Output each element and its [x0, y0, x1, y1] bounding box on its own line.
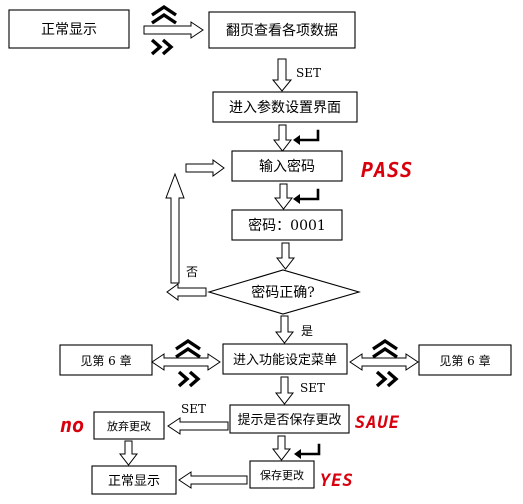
chevron-up-icon — [372, 338, 398, 359]
chevron-right-icon — [177, 370, 201, 388]
set-label-1: SET — [296, 66, 321, 80]
normal-display-top-node: 正常显示 — [8, 9, 130, 49]
normal-display-bottom-node: 正常显示 — [91, 465, 177, 495]
hollow-arrow-left-icon — [167, 417, 229, 435]
hollow-arrow-right-icon — [185, 159, 225, 177]
normal-display-bottom-label: 正常显示 — [108, 474, 160, 489]
see-ch6-right-node: 见第 6 章 — [418, 344, 512, 376]
page-data-node: 翻页查看各项数据 — [208, 11, 356, 49]
hollow-arrow-down-icon — [274, 376, 295, 405]
hollow-arrow-down-icon — [273, 183, 294, 210]
input-password-node: 输入密码 — [231, 150, 343, 182]
enter-key-icon — [295, 188, 320, 201]
discard-label: 放弃更改 — [107, 419, 151, 433]
enter-param-node: 进入参数设置界面 — [212, 91, 358, 123]
no-display-text: no — [60, 413, 84, 437]
pass-display-text: PASS — [361, 158, 413, 182]
chevron-right-icon — [375, 370, 399, 388]
hollow-arrow-down-icon — [271, 58, 293, 92]
password-check-label: 密码正确? — [251, 284, 315, 301]
password-value-node: 密码：0001 — [231, 209, 343, 241]
save-display-text: SAUE — [355, 413, 400, 433]
password-check-decision: 密码正确? — [207, 269, 361, 315]
save-prompt-node: 提示是否保存更改 — [229, 404, 350, 434]
see-ch6-right-label: 见第 6 章 — [439, 353, 490, 368]
hollow-arrow-down-icon — [275, 242, 296, 270]
hollow-arrow-left-icon — [178, 471, 248, 489]
see-ch6-left-node: 见第 6 章 — [59, 344, 153, 376]
enter-key-icon — [295, 129, 320, 142]
hollow-arrow-down-icon — [272, 124, 293, 152]
hollow-arrow-up-icon — [165, 172, 185, 284]
hollow-arrow-down-icon — [274, 315, 295, 344]
yes-label: 是 — [301, 324, 313, 338]
discard-node: 放弃更改 — [93, 411, 165, 440]
page-data-label: 翻页查看各项数据 — [226, 23, 338, 39]
enter-param-label: 进入参数设置界面 — [229, 99, 341, 116]
set-label-3: SET — [181, 402, 206, 416]
hollow-arrow-down-icon — [271, 435, 292, 461]
save-changes-node: 保存更改 — [249, 460, 315, 489]
function-menu-node: 进入功能设定菜单 — [222, 343, 348, 375]
see-ch6-left-label: 见第 6 章 — [80, 353, 131, 368]
function-menu-label: 进入功能设定菜单 — [233, 353, 337, 368]
save-prompt-label: 提示是否保存更改 — [237, 412, 341, 428]
no-label: 否 — [186, 265, 198, 279]
normal-display-top-label: 正常显示 — [41, 22, 97, 38]
chevron-right-icon — [150, 38, 174, 56]
hollow-arrow-down-icon — [118, 440, 139, 466]
chevron-up-icon — [175, 338, 201, 359]
save-changes-label: 保存更改 — [260, 468, 304, 482]
hollow-arrow-right-icon — [143, 21, 204, 39]
double-arrow-right-icon — [349, 353, 419, 371]
chevron-up-icon — [151, 4, 177, 25]
set-label-2: SET — [300, 381, 325, 395]
enter-key-icon — [296, 443, 321, 456]
input-password-label: 输入密码 — [259, 158, 315, 175]
yes-display-text: YES — [320, 471, 354, 491]
hollow-arrow-left-icon — [166, 283, 207, 301]
password-value-label: 密码：0001 — [248, 217, 326, 234]
double-arrow-left-icon — [151, 353, 221, 371]
